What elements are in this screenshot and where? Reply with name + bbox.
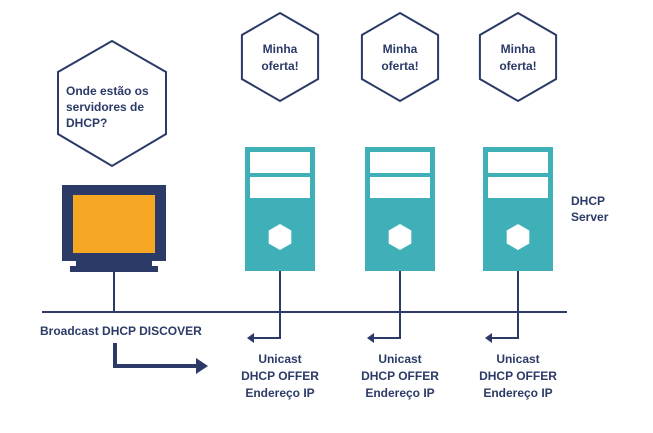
server-hexagon-emblem bbox=[388, 224, 412, 250]
response-arrow-shaft bbox=[254, 312, 281, 339]
response-arrow-head bbox=[247, 333, 254, 343]
response-text-line-3: Endereço IP bbox=[365, 386, 434, 400]
offer-text-line-2: oferta! bbox=[499, 59, 536, 73]
client-question-line-1: Onde estão os bbox=[66, 84, 149, 98]
broadcast-arrow-icon bbox=[113, 343, 208, 374]
client-question-bubble: Onde estão os servidores de DHCP? bbox=[57, 39, 167, 168]
response-text-line-2: DHCP OFFER bbox=[479, 369, 557, 383]
client-question-line-2: servidores de bbox=[66, 100, 144, 114]
response-text-line-3: Endereço IP bbox=[245, 386, 314, 400]
offer-text-line-1: Minha bbox=[501, 42, 536, 56]
server-drive-bay-2 bbox=[370, 177, 430, 198]
broadcast-label: Broadcast DHCP DISCOVER bbox=[40, 324, 202, 338]
server-drive-bay-1 bbox=[370, 152, 430, 173]
offer-text-line-1: Minha bbox=[263, 42, 298, 56]
server-label-line-2: Server bbox=[571, 210, 609, 224]
server-drive-bay-2 bbox=[488, 177, 548, 198]
response-text-line-1: Unicast bbox=[378, 352, 421, 366]
offer-hexagon-bubble bbox=[360, 11, 440, 103]
hexagon-bubble-shape bbox=[57, 39, 167, 168]
broadcast-arrow-shaft bbox=[113, 343, 196, 368]
monitor-stand bbox=[76, 261, 152, 266]
offer-text-line-1: Minha bbox=[383, 42, 418, 56]
monitor-base bbox=[70, 266, 158, 272]
offer-text-line-2: oferta! bbox=[381, 59, 418, 73]
response-text-line-1: Unicast bbox=[496, 352, 539, 366]
broadcast-arrow-head bbox=[196, 358, 208, 374]
server-hexagon-emblem bbox=[506, 224, 530, 250]
server-label-line-1: DHCP bbox=[571, 194, 605, 208]
response-arrow-head bbox=[485, 333, 492, 343]
response-text-line-3: Endereço IP bbox=[483, 386, 552, 400]
server-drive-bay-1 bbox=[488, 152, 548, 173]
server-hexagon-emblem bbox=[268, 224, 292, 250]
monitor-screen bbox=[73, 195, 155, 253]
response-arrow-shaft bbox=[492, 312, 519, 339]
client-question-line-3: DHCP? bbox=[66, 116, 107, 130]
offer-hexagon-bubble bbox=[240, 11, 320, 103]
response-text-line-2: DHCP OFFER bbox=[361, 369, 439, 383]
response-text-line-1: Unicast bbox=[258, 352, 301, 366]
response-arrow-shaft bbox=[374, 312, 401, 339]
monitor-icon bbox=[62, 185, 166, 312]
offer-hexagon-bubble bbox=[478, 11, 558, 103]
response-arrow-head bbox=[367, 333, 374, 343]
server-drive-bay-2 bbox=[250, 177, 310, 198]
offer-text-line-2: oferta! bbox=[261, 59, 298, 73]
server-drive-bay-1 bbox=[250, 152, 310, 173]
response-text-line-2: DHCP OFFER bbox=[241, 369, 319, 383]
